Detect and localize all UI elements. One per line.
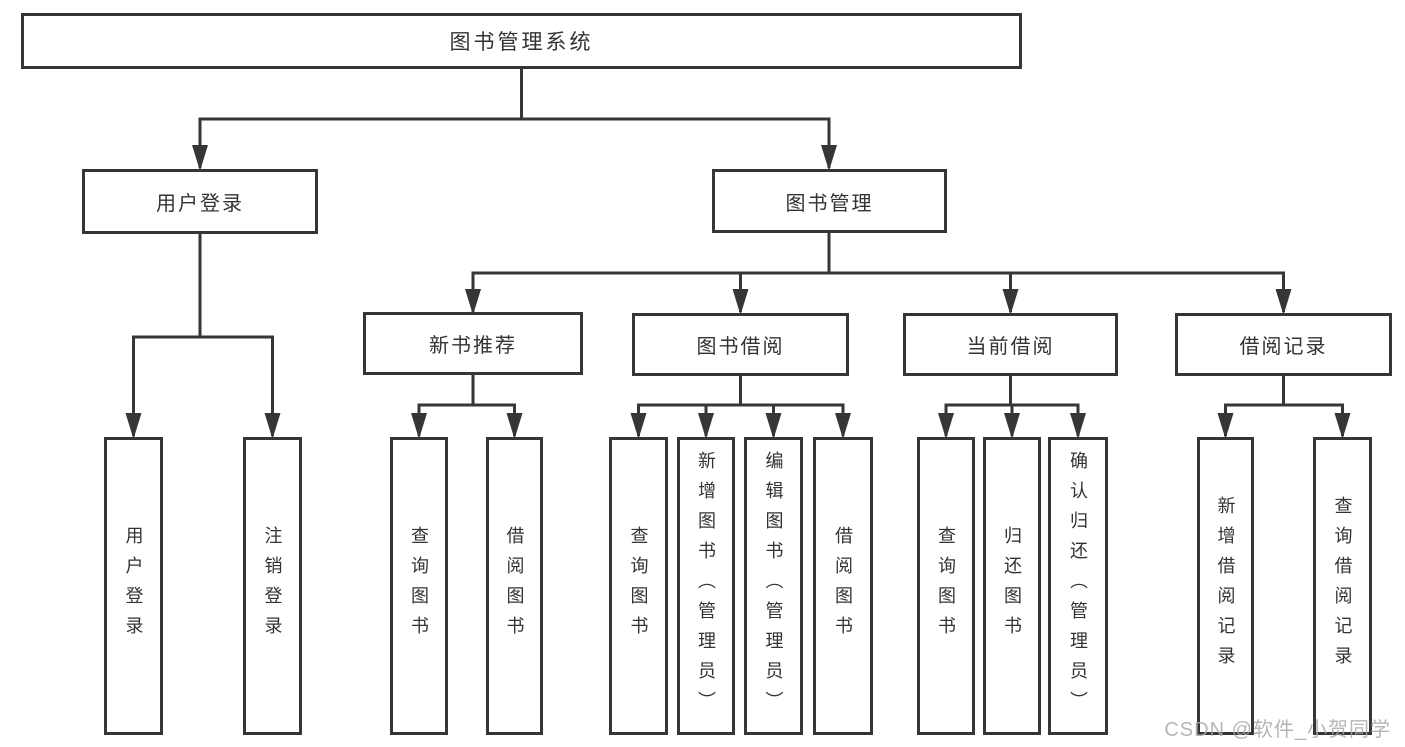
node-label: 编辑图书（管理员）	[763, 451, 784, 721]
node-label: 注销登录	[262, 526, 283, 646]
node-book-management: 图书管理	[712, 169, 947, 233]
node-label: 图书管理	[785, 192, 874, 215]
csdn-watermark: CSDN @软件_小贺同学	[1164, 719, 1391, 741]
node-label: 查询图书	[628, 526, 649, 646]
leaf-cb-confirm-return-admin: 确认归还（管理员）	[1048, 437, 1108, 735]
leaf-br-add-record: 新增借阅记录	[1197, 437, 1254, 735]
node-new-book-recommend: 新书推荐	[363, 312, 583, 375]
node-label: 用户登录	[156, 193, 244, 215]
node-label: 新书推荐	[429, 335, 517, 357]
node-label: 查询借阅记录	[1332, 496, 1353, 676]
node-label: 借阅图书	[504, 526, 525, 646]
leaf-bb-borrow-book: 借阅图书	[813, 437, 873, 735]
node-label: 当前借阅	[966, 336, 1055, 358]
node-label: 用户登录	[123, 526, 144, 646]
node-label: 图书借阅	[696, 336, 785, 358]
leaf-nbr-borrow-book: 借阅图书	[486, 437, 543, 735]
node-label: 新增借阅记录	[1215, 496, 1236, 676]
leaf-bb-edit-book-admin: 编辑图书（管理员）	[744, 437, 803, 735]
leaf-bb-query-book: 查询图书	[609, 437, 668, 735]
node-label: 查询图书	[409, 526, 429, 646]
node-label: 借阅记录	[1239, 336, 1328, 358]
node-label: 图书管理系统	[449, 31, 594, 54]
node-book-borrowing: 图书借阅	[632, 313, 849, 376]
node-user-login: 用户登录	[82, 169, 318, 234]
node-label: 查询图书	[936, 526, 956, 646]
node-label: 归还图书	[1002, 526, 1022, 646]
leaf-cb-return-book: 归还图书	[983, 437, 1041, 735]
leaf-logout: 注销登录	[243, 437, 302, 735]
node-book-management-system: 图书管理系统	[21, 13, 1022, 69]
node-label: 新增图书（管理员）	[696, 451, 716, 721]
node-label: 确认归还（管理员）	[1068, 451, 1088, 721]
node-label: 借阅图书	[833, 526, 853, 646]
leaf-nbr-query-book: 查询图书	[390, 437, 448, 735]
leaf-br-query-record: 查询借阅记录	[1313, 437, 1372, 735]
leaf-bb-add-book-admin: 新增图书（管理员）	[677, 437, 735, 735]
arrowhead-icons	[125, 145, 1351, 439]
node-borrowing-records: 借阅记录	[1175, 313, 1392, 376]
leaf-cb-query-book: 查询图书	[917, 437, 975, 735]
leaf-user-login: 用户登录	[104, 437, 163, 735]
node-current-borrowing: 当前借阅	[903, 313, 1118, 376]
